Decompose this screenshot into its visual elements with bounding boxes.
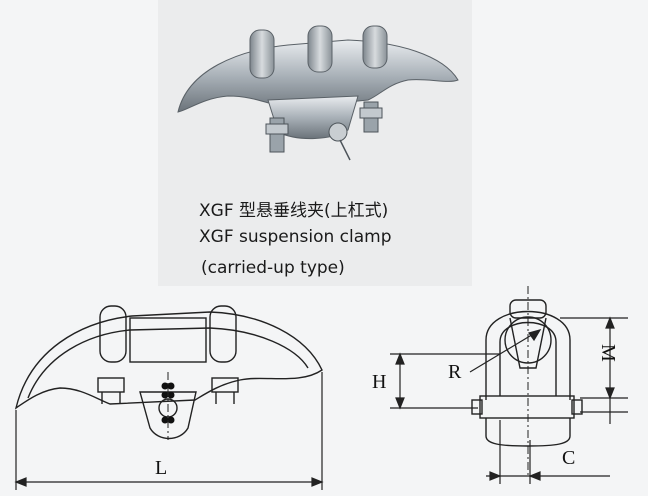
caption-type-en: (carried-up type): [201, 258, 345, 278]
product-photo-panel: [158, 0, 472, 286]
label-l: L: [155, 457, 167, 479]
side-view: [471, 299, 583, 447]
dimension-m: [560, 316, 628, 424]
dimension-c: [486, 420, 610, 484]
caption-model-en: XGF suspension clamp: [199, 227, 392, 247]
label-r: R: [448, 361, 462, 383]
front-view: [14, 305, 323, 440]
dimension-l: [14, 372, 324, 490]
dimension-r: [469, 329, 542, 373]
label-h: H: [372, 371, 386, 393]
label-m: M: [597, 344, 619, 362]
label-c: C: [562, 447, 575, 469]
front-view-dots: [161, 382, 175, 424]
caption-model-cn: XGF 型悬垂线夹(上杠式): [199, 201, 389, 221]
product-photo: [177, 25, 459, 161]
dimension-h: [390, 352, 500, 410]
